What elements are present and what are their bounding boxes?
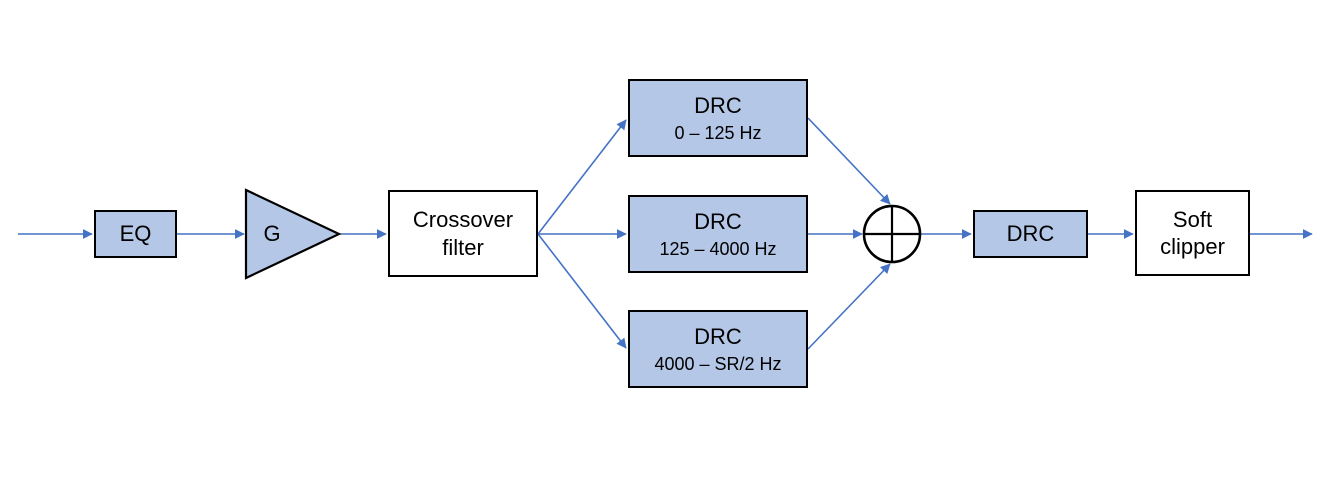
drc-low-band-block: DRC 0 – 125 Hz	[628, 79, 808, 157]
drc-high-range: 4000 – SR/2 Hz	[654, 353, 782, 374]
crossover-filter-block: Crossover filter	[388, 190, 538, 277]
eq-label: EQ	[119, 221, 152, 247]
gain-label: G	[263, 221, 281, 246]
gain-triangle-shape	[244, 188, 342, 280]
drc-low-range: 0 – 125 Hz	[674, 122, 762, 143]
drc-post-label: DRC	[1006, 221, 1055, 247]
drc-mid-range: 125 – 4000 Hz	[659, 238, 777, 259]
drc-post-block: DRC	[973, 210, 1088, 258]
connector-crossover-to-drc-high	[537, 233, 627, 349]
eq-block: EQ	[94, 210, 177, 258]
connector-drc-low-to-sum	[807, 117, 891, 205]
drc-low-title: DRC	[694, 93, 742, 118]
crossover-label-line1: Crossover	[412, 207, 514, 232]
drc-mid-title: DRC	[694, 209, 742, 234]
drc-mid-band-block: DRC 125 – 4000 Hz	[628, 195, 808, 273]
connector-drc-high-to-sum	[807, 263, 891, 350]
drc-high-band-block: DRC 4000 – SR/2 Hz	[628, 310, 808, 388]
soft-clipper-label-line2: clipper	[1160, 234, 1225, 259]
soft-clipper-block: Soft clipper	[1135, 190, 1250, 276]
drc-high-title: DRC	[694, 324, 742, 349]
connector-crossover-to-drc-low	[537, 119, 627, 235]
summing-junction	[862, 204, 922, 264]
soft-clipper-label-line1: Soft	[1172, 206, 1213, 232]
crossover-label-line2: filter	[442, 234, 484, 260]
